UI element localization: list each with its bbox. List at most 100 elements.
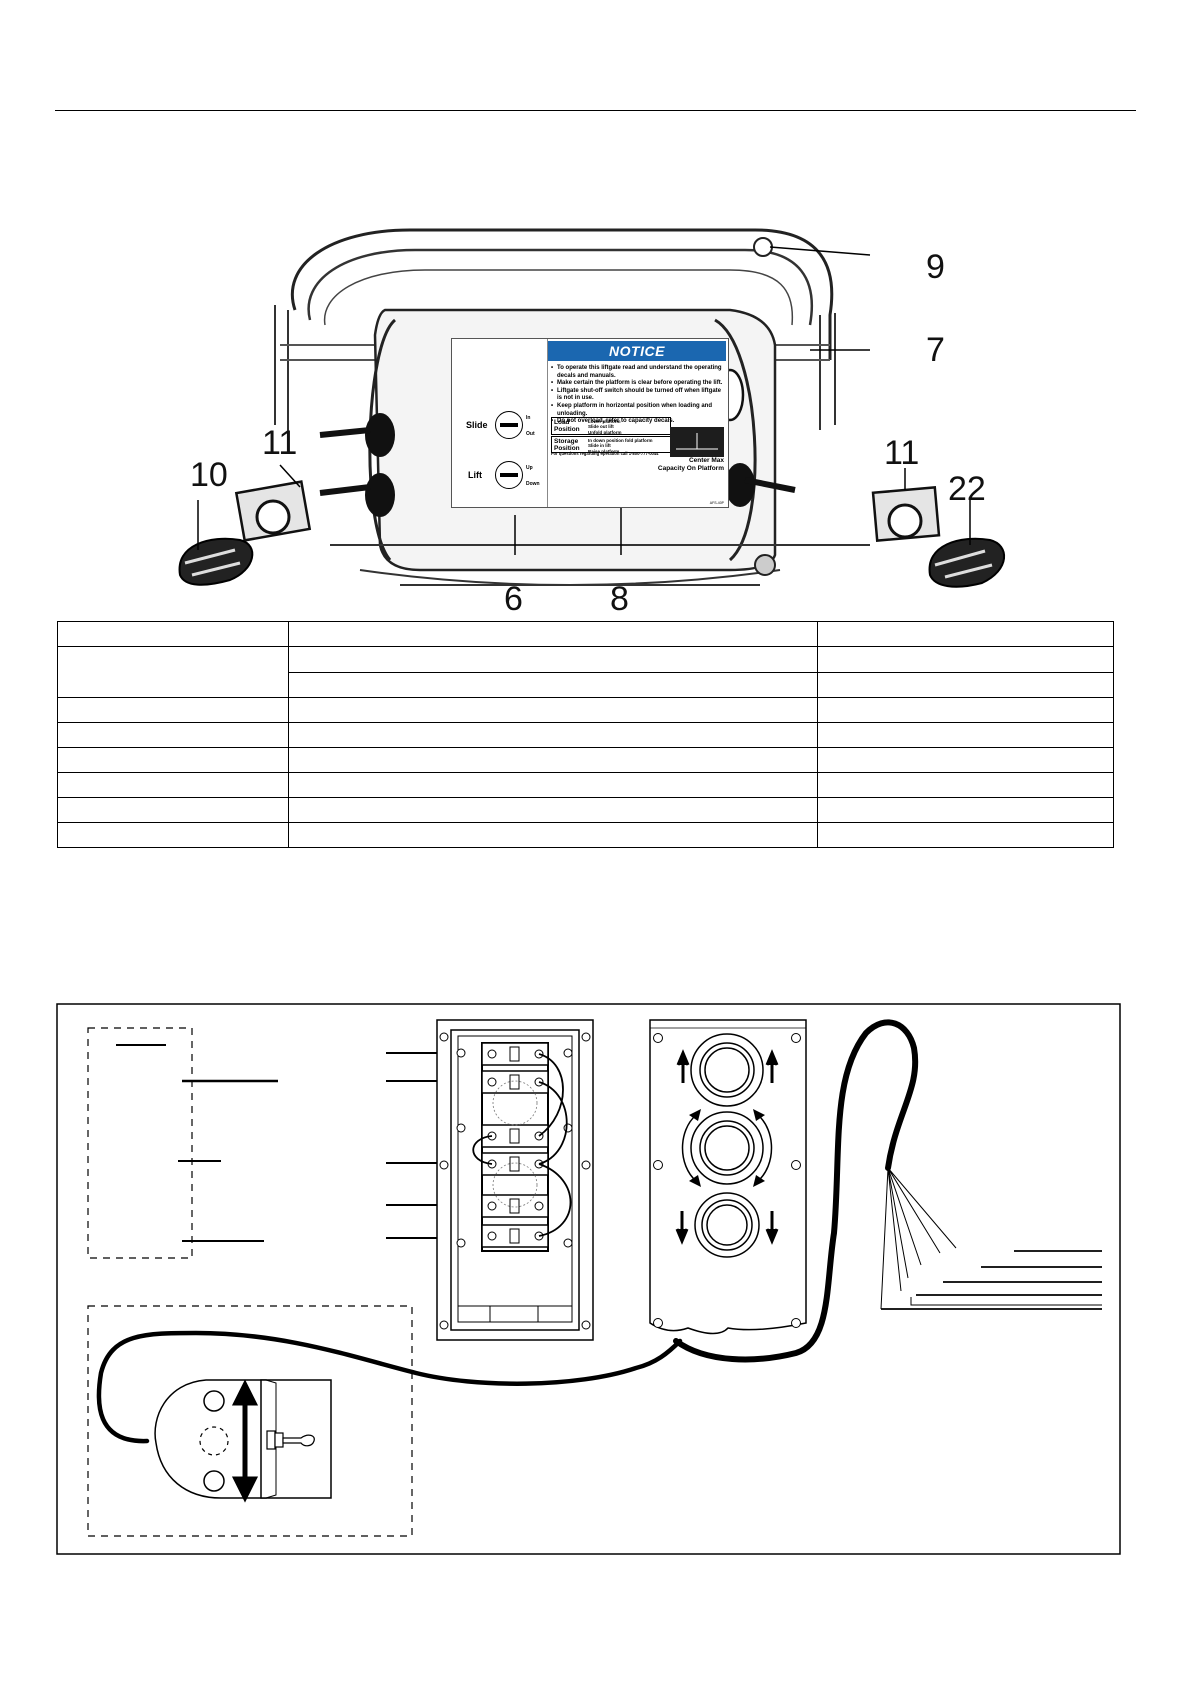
screw-hole (456, 1238, 466, 1248)
remote-switch-cable (96, 1330, 683, 1444)
remote-toggle-switch (266, 1430, 315, 1450)
notice-bullet: To operate this liftgate read and unders… (551, 365, 727, 380)
screw-hole (791, 1318, 801, 1328)
load-position-title: Load Position (554, 419, 580, 433)
left-connector-socket (255, 499, 291, 535)
remote-switch-body (154, 1379, 267, 1499)
screw-hole (581, 1160, 591, 1170)
lift-knob (495, 461, 523, 489)
right-toggle-lever (744, 477, 796, 493)
jumper-wires (472, 1053, 572, 1237)
pendant-buttons (690, 1033, 764, 1258)
lift-switch-boot (365, 473, 395, 517)
callout-8: 8 (610, 580, 629, 618)
screw-hole (581, 1320, 591, 1330)
handle-inner (307, 248, 814, 326)
notice-title: NOTICE (548, 341, 726, 361)
terminal-lead-wires (386, 1052, 482, 1239)
table-row (57, 772, 1114, 798)
callout-6: 6 (504, 580, 523, 618)
leader-11-left (279, 464, 301, 488)
wiring-diagram (56, 1003, 1121, 1555)
screw-hole (439, 1320, 449, 1330)
wire-legend-box (87, 1027, 193, 1259)
screw-hole (563, 1048, 573, 1058)
terminal-enclosure-inner (450, 1029, 580, 1331)
cable-output-wire-bracket (910, 1297, 1102, 1306)
lift-down-label: Down (526, 481, 540, 487)
callout-9: 9 (926, 248, 945, 286)
slide-knob (495, 411, 523, 439)
table-row (57, 822, 1114, 848)
terminal-blocks (481, 1042, 549, 1252)
callout-7: 7 (926, 331, 945, 369)
decal-part-code: AFS-40P (709, 501, 724, 505)
drain-fitting (754, 554, 776, 576)
screw-hole (456, 1048, 466, 1058)
right-bezel-curve (714, 318, 757, 562)
table-row (57, 697, 1114, 723)
remote-mount-hole (203, 1390, 225, 1412)
leader-9 (769, 246, 871, 256)
right-connector-socket (887, 503, 923, 539)
housing-sides (274, 305, 836, 435)
slide-switch-boot (365, 413, 395, 457)
screw-hole (653, 1318, 663, 1328)
questions-text: For questions regarding operation call 1… (551, 451, 659, 456)
left-toggle-levers (319, 427, 371, 496)
lift-label: Lift (468, 470, 482, 480)
handle-outline (290, 228, 834, 360)
remote-up-down-arrow (231, 1379, 259, 1503)
storage-position-text: In down position fold platform Slide in … (588, 438, 653, 454)
cable-output-wires (881, 1250, 1102, 1310)
table-row (57, 797, 1114, 823)
callout-11-left: 11 (262, 424, 298, 462)
parts-table (57, 621, 1114, 848)
table-row (57, 722, 1114, 748)
load-position-box: Load Position Lower platform Slide out l… (551, 417, 671, 435)
remote-mount-hole (203, 1470, 225, 1492)
header-rule (55, 110, 1136, 111)
wiring-diagram-frame (56, 1003, 1121, 1555)
screw-hole (653, 1033, 663, 1043)
screw-hole (653, 1160, 663, 1170)
screw-hole (791, 1160, 801, 1170)
screw-hole (456, 1123, 466, 1133)
notice-bullet: Liftgate shut-off switch should be turne… (551, 388, 727, 403)
callout-22: 22 (948, 470, 986, 508)
terminal-footer-strip (457, 1305, 573, 1323)
pendant-cable (673, 1019, 919, 1363)
screw-hole (563, 1238, 573, 1248)
notice-bullets: To operate this liftgate read and unders… (551, 365, 727, 426)
mount-hole (753, 237, 773, 257)
notice-decal: Slide In Out Lift Up Down NOTICE To oper… (451, 338, 729, 508)
table-row (57, 747, 1114, 773)
screw-hole (439, 1032, 449, 1042)
slide-in-label: In (526, 415, 531, 421)
handle-inner-2 (323, 269, 794, 326)
storage-position-title: Storage Position (554, 438, 580, 452)
callout-11-right: 11 (884, 434, 920, 472)
notice-bullet: Make certain the platform is clear befor… (551, 380, 727, 388)
left-plug-grip (184, 548, 241, 577)
pendant-arrows (675, 1049, 779, 1245)
capacity-text: Center Max Capacity On Platform (657, 457, 724, 472)
decal-controls-panel: Slide In Out Lift Up Down (452, 339, 548, 507)
storage-position-box: Storage Position In down position fold p… (551, 436, 671, 454)
remote-switch-box (87, 1305, 413, 1537)
remote-center-hole (199, 1426, 229, 1456)
lower-housing (330, 544, 870, 586)
right-plug-grip (934, 549, 993, 579)
cable-fan-wires (880, 1167, 957, 1310)
load-position-text: Lower platform Slide out lift Unfold pla… (588, 419, 622, 435)
lift-up-label: Up (526, 465, 533, 471)
callout-10: 10 (190, 456, 228, 494)
housing-ribs (280, 344, 830, 361)
table-row (57, 621, 1114, 647)
table-row (57, 646, 1114, 698)
screw-hole (563, 1123, 573, 1133)
capacity-diagram (670, 427, 724, 457)
screw-hole (791, 1033, 801, 1043)
screw-hole (439, 1160, 449, 1170)
slide-out-label: Out (526, 431, 535, 437)
